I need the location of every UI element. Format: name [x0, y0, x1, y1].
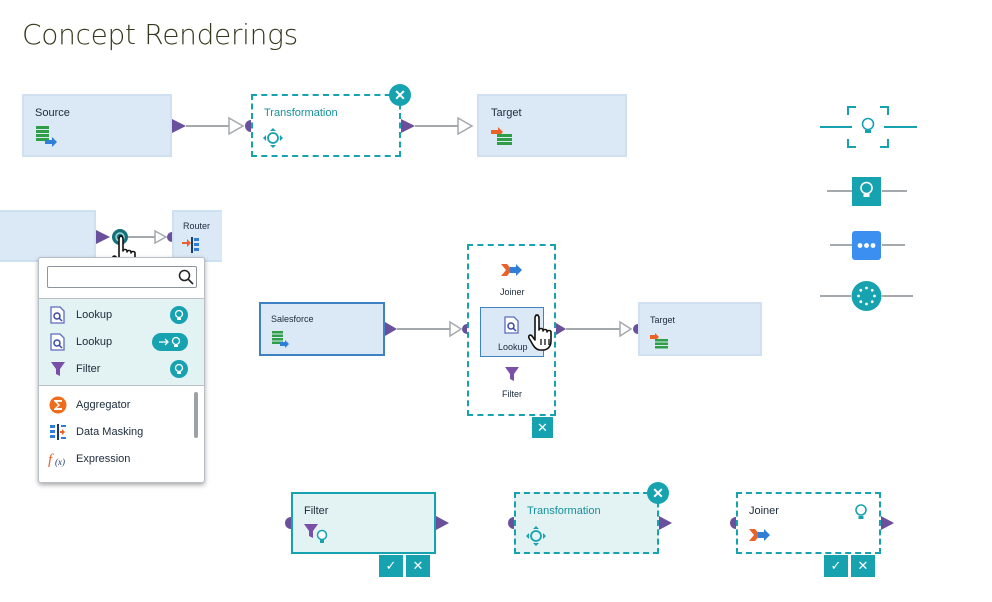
target-icon [491, 127, 512, 145]
aggregator-icon [49, 396, 67, 414]
data-masking-icon [50, 424, 66, 440]
cancel-button[interactable]: ✕ [851, 555, 875, 577]
scrollbar-thumb[interactable] [194, 392, 198, 438]
close-button[interactable]: ✕ [532, 417, 553, 438]
bottom-transformation-node[interactable]: Transformation [514, 492, 659, 554]
menu-item-aggregator[interactable]: Aggregator [39, 393, 189, 417]
option-label: Joiner [500, 287, 525, 297]
close-icon[interactable]: ✕ [389, 84, 411, 106]
arrow-lightbulb-badge-icon [152, 333, 188, 351]
router-node[interactable]: Router [172, 210, 222, 262]
search-icon [178, 269, 194, 285]
more-options-widget[interactable] [830, 231, 905, 260]
menu-item-label: Data Masking [76, 426, 144, 438]
filter-icon [51, 362, 65, 376]
source-node[interactable]: Source [22, 94, 172, 157]
menu-item-expression[interactable]: f (x) Expression [39, 447, 189, 471]
transformation-label: Transformation [527, 505, 601, 517]
option-label: Lookup [498, 342, 528, 352]
transformation-label: Transformation [264, 107, 338, 119]
lookup-icon [50, 306, 65, 324]
connector-source-transformation [172, 116, 257, 136]
target-icon [650, 333, 668, 349]
source-icon [272, 331, 289, 348]
confirm-button[interactable]: ✓ [824, 555, 848, 577]
lightbulb-icon [855, 504, 867, 519]
salesforce-label: Salesforce [271, 314, 314, 324]
close-icon[interactable]: ✕ [647, 482, 669, 504]
cancel-button[interactable]: ✕ [406, 555, 430, 577]
filter-suggestion-icon [304, 524, 328, 543]
suggestion-widget-dashed [820, 106, 917, 148]
transformation-options-node: Joiner Lookup Filter [467, 244, 556, 416]
router-icon [182, 237, 199, 253]
loading-widget [820, 281, 913, 311]
menu-item-lookup-2[interactable]: Lookup [39, 330, 204, 354]
target-node[interactable]: Target [477, 94, 627, 157]
menu-item-filter[interactable]: Filter [39, 357, 204, 381]
menu-item-data-masking[interactable]: Data Masking [39, 420, 189, 444]
router-label: Router [183, 221, 211, 231]
target-label: Target [491, 107, 522, 119]
expression-icon: f (x) [48, 452, 65, 468]
joiner-label: Joiner [749, 505, 779, 517]
page-title: Concept Renderings [22, 18, 298, 51]
search-input[interactable] [47, 266, 197, 288]
svg-text:(x): (x) [55, 457, 65, 467]
transformation-node[interactable]: Transformation [251, 94, 401, 157]
lookup-icon [50, 333, 65, 351]
filter-label: Filter [304, 505, 329, 517]
connector-options-target [556, 320, 643, 338]
lightbulb-badge-icon [170, 306, 188, 324]
suggestion-widget-square[interactable] [827, 177, 907, 206]
middle-target-node[interactable]: Target [638, 302, 762, 356]
menu-item-lookup[interactable]: Lookup [39, 303, 204, 327]
lightbulb-badge-icon [170, 360, 188, 378]
connector-transformation-target [401, 116, 474, 136]
option-label: Filter [502, 389, 522, 399]
joiner-node[interactable]: Joiner [736, 492, 881, 554]
source-label: Source [35, 107, 70, 119]
salesforce-node[interactable]: Salesforce [259, 302, 385, 356]
target-label: Target [650, 315, 676, 325]
lookup-icon [504, 316, 519, 334]
move-icon [526, 526, 546, 546]
menu-item-label: Lookup [76, 309, 113, 321]
joiner-icon [749, 529, 770, 541]
source-icon [36, 126, 57, 147]
connector-salesforce-options [385, 320, 472, 338]
filter-icon [505, 367, 519, 381]
menu-item-label: Expression [76, 453, 131, 465]
menu-item-label: Aggregator [76, 399, 131, 411]
filter-node[interactable]: Filter [291, 492, 436, 554]
svg-text:f: f [48, 452, 54, 468]
confirm-button[interactable]: ✓ [379, 555, 403, 577]
move-icon [263, 128, 283, 148]
menu-item-label: Lookup [76, 336, 113, 348]
menu-item-label: Filter [76, 363, 101, 375]
left-partial-node[interactable] [0, 210, 96, 262]
transformation-picker-menu: Lookup Lookup [38, 257, 205, 483]
joiner-icon [501, 264, 522, 276]
hand-cursor-icon [528, 314, 552, 351]
